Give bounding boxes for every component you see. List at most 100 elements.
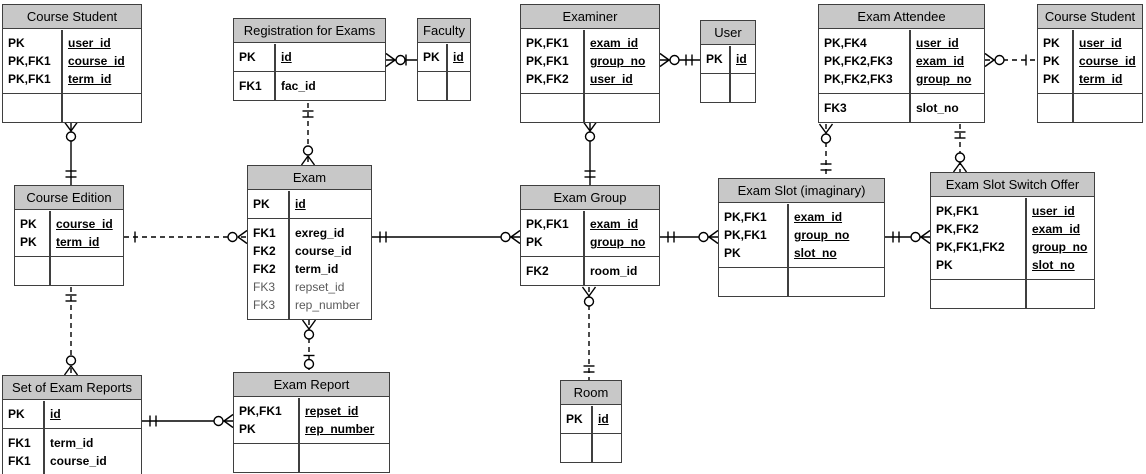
attribute-name: term_id [56,235,100,249]
attribute-name: id [453,50,464,64]
entity-title: Course Edition [15,186,123,210]
attribute-name: course_id [50,454,107,468]
entity-title: Faculty [418,19,470,43]
column-divider [274,43,276,100]
attribute-name: exam_id [1032,222,1081,236]
key-designation: PK [1043,54,1060,68]
entity-title: Set of Exam Reports [3,376,141,400]
entity-title: Registration for Exams [234,19,385,43]
key-designation: PK,FK1 [724,228,767,242]
attribute-name: user_id [1079,36,1122,50]
column-divider [446,43,448,100]
key-designation: PK,FK1 [724,210,767,224]
attribute-name: room_id [590,264,638,278]
key-designation: PK [566,412,583,426]
entity-title: Exam Attendee [819,5,984,29]
attribute-name: exam_id [916,54,965,68]
key-designation: PK,FK4 [824,36,867,50]
empty-section [719,267,884,296]
entity-title: Course Student [1038,5,1142,29]
entity-title: Exam Slot Switch Offer [931,173,1094,197]
attribute-name: exam_id [590,36,639,50]
attribute-row: PK id [561,410,621,428]
key-designation: FK1 [8,454,31,468]
attribute-name: group_no [794,228,850,242]
empty-section [418,71,470,100]
entity-title: Course Student [3,5,141,29]
relationship-exam-group--exam-slot-imaginary [660,229,719,245]
attribute-name: user_id [68,36,111,50]
column-divider [49,210,51,285]
attribute-name: id [598,412,609,426]
key-designation: PK [423,50,440,64]
attribute-row: FK1 course_id [3,452,141,470]
key-designation: PK,FK2 [936,222,979,236]
relationship-set-of-exam-reports--exam-report [142,413,234,429]
attribute-name: term_id [295,262,339,276]
key-designation: PK [8,36,25,50]
attribute-name: slot_no [1032,258,1075,272]
attribute-row: PK,FK1 exam_id [521,34,659,52]
attribute-name: course_id [68,54,125,68]
attribute-row: PK user_id [3,34,141,52]
attribute-name: slot_no [794,246,837,260]
key-designation: PK,FK1 [936,204,979,218]
column-divider [1025,197,1027,308]
key-designation: PK [1043,72,1060,86]
attribute-name: user_id [590,72,633,86]
key-designation: FK2 [253,244,276,258]
column-divider [909,29,911,122]
entity-title: Exam Group [521,186,659,210]
column-divider [298,397,300,472]
relationship-registration-for-exams--exam [300,103,316,166]
key-designation: PK,FK2,FK3 [824,72,893,86]
relationship-course-edition--set-of-exam-reports [63,287,79,376]
attribute-name: group_no [590,54,646,68]
key-designation: PK,FK1 [526,36,569,50]
column-divider [61,29,63,122]
key-designation: FK3 [824,101,847,115]
